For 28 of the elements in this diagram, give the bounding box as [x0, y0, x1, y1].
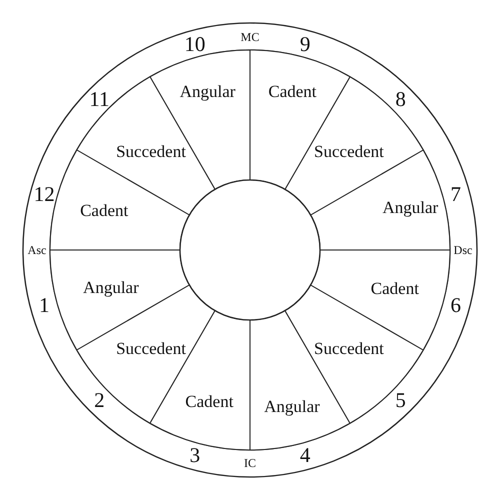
house-number: 1 [39, 294, 50, 316]
angle-label: Asc [28, 244, 46, 256]
angle-label: MC [240, 31, 260, 43]
house-number: 2 [94, 390, 105, 412]
angle-label: IC [244, 457, 256, 469]
house-number: 9 [300, 34, 310, 55]
house-number: 12 [34, 184, 55, 206]
house-type-label: Cadent [268, 83, 317, 100]
angle-label: Dsc [454, 244, 472, 256]
house-type-label: Cadent [80, 202, 128, 220]
house-number: 6 [450, 294, 461, 316]
house-number: 8 [395, 88, 406, 110]
house-type-label: Succedent [314, 142, 384, 160]
house-number: 5 [395, 390, 406, 412]
house-type-label: Cadent [185, 393, 234, 410]
house-number: 4 [300, 445, 310, 466]
house-number: 7 [450, 184, 461, 206]
house-type-label: Angular [180, 83, 236, 100]
house-number: 11 [89, 88, 110, 110]
house-type-label: Cadent [370, 280, 419, 298]
house-type-label: Angular [382, 198, 438, 216]
house-number: 10 [184, 34, 206, 55]
house-type-label: Succedent [116, 142, 186, 160]
house-type-label: Succedent [116, 340, 186, 358]
house-number: 3 [190, 445, 200, 466]
house-type-label: Angular [264, 398, 320, 415]
house-type-label: Succedent [314, 340, 384, 358]
house-type-label: Angular [83, 278, 139, 296]
